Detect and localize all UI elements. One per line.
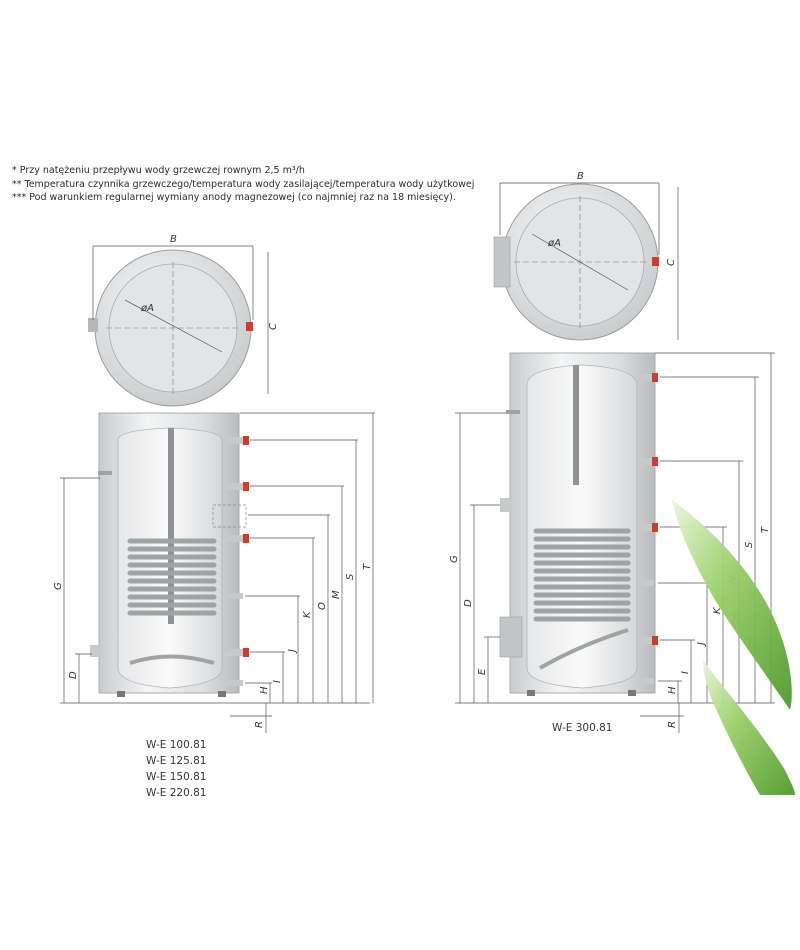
left-model-list: W-E 100.81 W-E 125.81 W-E 150.81 W-E 220… xyxy=(146,737,206,801)
dim-J-right: J xyxy=(696,642,707,647)
dim-E-right: E xyxy=(477,668,488,675)
connector-icon xyxy=(243,482,249,491)
dim-B-left: B xyxy=(170,234,177,245)
dim-B-right: B xyxy=(577,171,584,182)
dim-T-right: T xyxy=(760,526,771,533)
dim-H-right: H xyxy=(667,686,678,694)
model-label: W-E 150.81 xyxy=(146,771,207,783)
heating-coil-right xyxy=(533,528,631,622)
dim-C-left: C xyxy=(268,323,279,330)
dim-I-right: I xyxy=(680,671,691,674)
dim-G-left: G xyxy=(53,582,64,590)
dim-R-right: R xyxy=(667,721,678,728)
dim-oA-right: øA xyxy=(547,238,561,249)
side-flange-icon xyxy=(493,236,511,288)
footnote-2: ** Temperatura czynnika grzewczego/tempe… xyxy=(12,178,475,190)
connector-icon xyxy=(243,648,249,657)
dim-J-left: J xyxy=(287,649,298,654)
connector-icon xyxy=(243,436,249,445)
red-connector-icon xyxy=(246,322,253,331)
red-connector-icon xyxy=(652,257,659,266)
model-label: W-E 100.81 xyxy=(146,739,207,751)
leaf-decoration xyxy=(672,500,795,795)
connector-icon xyxy=(652,523,658,532)
right-model-label: W-E 300.81 xyxy=(552,722,613,734)
dim-S-right: S xyxy=(744,541,755,548)
heating-coil-left xyxy=(127,538,217,616)
footnote-1: * Przy natężeniu przepływu wody grzewcze… xyxy=(12,165,305,176)
flange-icon xyxy=(499,616,523,658)
dim-D-left: D xyxy=(68,671,79,679)
footnote-3: *** Pod warunkiem regularnej wymiany ano… xyxy=(12,192,456,203)
dim-S-left: S xyxy=(345,573,356,580)
dim-oA-left: øA xyxy=(140,303,154,314)
left-top-view: øA B C xyxy=(88,234,279,407)
dim-D-right: D xyxy=(463,599,474,607)
connector-icon xyxy=(652,373,658,382)
dim-T-left: T xyxy=(362,563,373,570)
dim-G-right: G xyxy=(449,555,460,563)
footnotes: * Przy natężeniu przepływu wody grzewcze… xyxy=(12,164,474,205)
dim-C-right: C xyxy=(666,259,677,266)
dim-I-left: I xyxy=(272,680,283,683)
dim-H-left: H xyxy=(259,686,270,694)
connector-icon xyxy=(243,534,249,543)
dim-M-left: M xyxy=(331,590,342,599)
dim-O-left: O xyxy=(317,602,328,610)
right-tank-side-view: G D E T S M K J I H R xyxy=(449,352,775,733)
dim-K-right: K xyxy=(712,606,723,614)
dim-K-left: K xyxy=(302,610,313,618)
dim-R-left: R xyxy=(254,721,265,728)
model-label: W-E 220.81 xyxy=(146,787,207,799)
left-tank-side-view: G D T S M O K J I H R xyxy=(53,412,375,733)
connector-icon xyxy=(652,457,658,466)
right-top-view: øA B C xyxy=(493,171,679,341)
side-port-icon xyxy=(88,318,98,332)
model-label: W-E 125.81 xyxy=(146,755,207,767)
connector-icon xyxy=(652,636,658,645)
